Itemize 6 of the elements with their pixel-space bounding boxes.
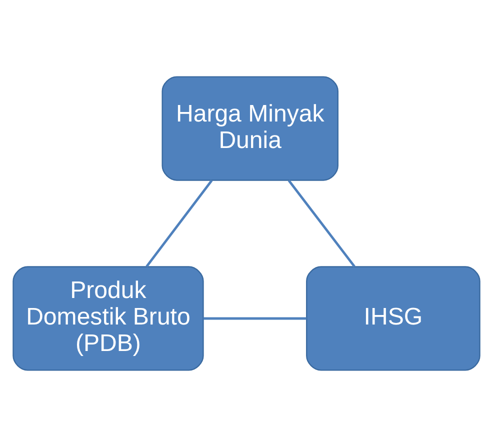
node-box: IHSG (306, 266, 480, 370)
connector (288, 179, 356, 267)
connector (203, 316, 306, 320)
node-box: Harga Minyak Dunia (162, 76, 338, 180)
node-box: Produk Domestik Bruto (PDB) (12, 266, 204, 370)
connector (146, 179, 213, 267)
